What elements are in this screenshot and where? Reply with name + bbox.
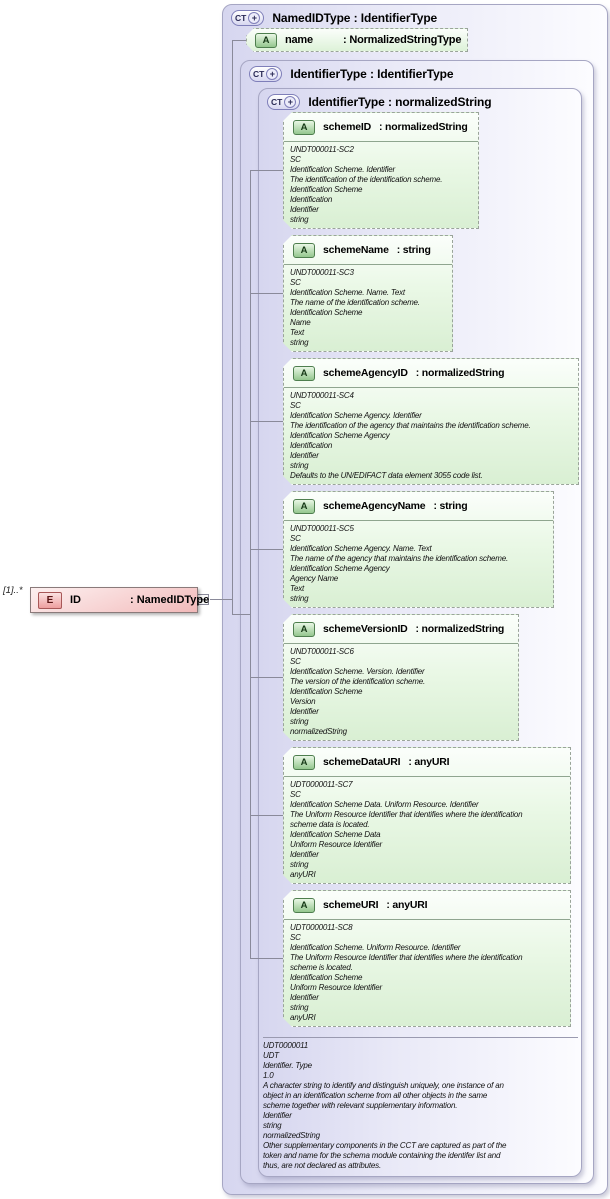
complextype-icon: CT + xyxy=(249,66,283,82)
attribute-box-name[interactable]: A name : NormalizedStringType xyxy=(246,28,468,52)
attribute-type: : NormalizedStringType xyxy=(343,34,462,46)
expand-icon[interactable]: + xyxy=(248,12,261,24)
attribute-type: : string xyxy=(433,500,468,512)
complextype-header: CT + NamedIDType : IdentifierType xyxy=(231,10,437,26)
attribute-header: A schemeAgencyName : string xyxy=(284,492,553,521)
attribute-header: A schemeID : normalizedString xyxy=(284,113,478,142)
attribute-icon: A xyxy=(255,33,277,48)
attribute-type: : normalizedString xyxy=(415,367,505,379)
connector-line xyxy=(250,293,283,294)
attribute-icon: A xyxy=(293,755,315,770)
attribute-box-schemeagencyname[interactable]: A schemeAgencyName : string UNDT000011-S… xyxy=(283,491,554,608)
attribute-icon: A xyxy=(293,898,315,913)
connector-line xyxy=(250,815,283,816)
attribute-type: : anyURI xyxy=(408,756,450,768)
expand-icon[interactable]: + xyxy=(284,96,297,108)
complextype-header: CT + IdentifierType : normalizedString xyxy=(267,94,492,110)
attribute-name: schemeAgencyName xyxy=(323,500,426,512)
connector-line xyxy=(250,677,283,678)
attribute-name: schemeDataURI xyxy=(323,756,401,768)
attribute-header: A schemeVersionID : normalizedString xyxy=(284,615,518,644)
container-title: IdentifierType : IdentifierType xyxy=(290,67,454,81)
element-box-id[interactable]: E ID : NamedIDType xyxy=(30,587,209,613)
expand-icon[interactable]: + xyxy=(266,68,279,80)
connector-line xyxy=(232,40,233,615)
attribute-icon: A xyxy=(293,120,315,135)
attribute-icon: A xyxy=(293,622,315,637)
connector-line xyxy=(250,421,283,422)
attribute-name: name xyxy=(285,34,313,46)
container-title: NamedIDType : IdentifierType xyxy=(272,11,438,25)
attribute-type: : anyURI xyxy=(386,899,428,911)
attribute-icon: A xyxy=(293,366,315,381)
attribute-header: A schemeAgencyID : normalizedString xyxy=(284,359,578,388)
connector-line xyxy=(250,958,283,959)
element-type: : NamedIDType xyxy=(130,594,210,606)
connector-line xyxy=(250,549,283,550)
attribute-type: : normalizedString xyxy=(415,623,505,635)
attribute-box-schemeid[interactable]: A schemeID : normalizedString UNDT000011… xyxy=(283,112,479,229)
element-icon: E xyxy=(38,591,62,609)
attribute-name: schemeURI xyxy=(323,899,379,911)
connector-line xyxy=(250,170,283,171)
container-title: IdentifierType : normalizedString xyxy=(308,95,492,109)
attribute-header: A schemeName : string xyxy=(284,236,452,265)
complextype-icon: CT + xyxy=(231,10,265,26)
attribute-icon: A xyxy=(293,499,315,514)
connector-line xyxy=(232,40,246,41)
connector-line xyxy=(232,614,250,615)
cardinality-label: [1]..* xyxy=(3,585,23,596)
attribute-box-schemeversionid[interactable]: A schemeVersionID : normalizedString UND… xyxy=(283,614,519,741)
attribute-box-schemeagencyid[interactable]: A schemeAgencyID : normalizedString UNDT… xyxy=(283,358,579,485)
attribute-type: : string xyxy=(396,244,431,256)
complextype-icon-label: CT xyxy=(253,69,265,79)
connector-line xyxy=(210,599,232,600)
attribute-icon: A xyxy=(293,243,315,258)
element-name: ID xyxy=(70,594,81,606)
connector-line xyxy=(250,170,251,959)
attribute-name: schemeAgencyID xyxy=(323,367,408,379)
attribute-type: : normalizedString xyxy=(379,121,468,133)
complextype-icon-label: CT xyxy=(235,13,247,23)
complextype-header: CT + IdentifierType : IdentifierType xyxy=(249,66,454,82)
complextype-icon: CT + xyxy=(267,94,301,110)
attribute-header: A schemeDataURI : anyURI xyxy=(284,748,570,777)
attribute-name: schemeID xyxy=(323,121,372,133)
attribute-header: A schemeURI : anyURI xyxy=(284,891,570,920)
attribute-name: schemeVersionID xyxy=(323,623,408,635)
attribute-name: schemeName xyxy=(323,244,389,256)
complextype-icon-label: CT xyxy=(271,97,283,107)
